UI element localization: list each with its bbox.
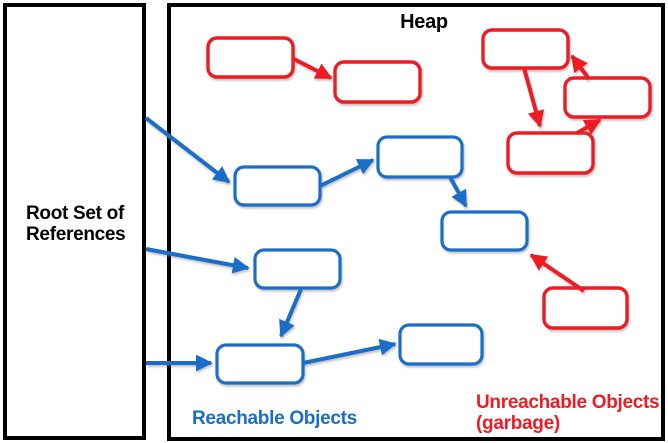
- edge-unreachable-3-to-5: [522, 67, 545, 128]
- root-set-label-line2: References: [26, 224, 125, 245]
- unreachable-object-2: [333, 60, 422, 104]
- unreachable-legend-label-line1: Unreachable Objects: [476, 392, 659, 413]
- reachable-object-d: [253, 248, 342, 290]
- root-set-box: [3, 3, 146, 440]
- unreachable-object-4: [563, 76, 652, 119]
- reachable-object-b: [376, 135, 464, 179]
- edge-unreachable-6-to-reachable-c: [529, 253, 586, 293]
- unreachable-object-6: [542, 286, 629, 330]
- unreachable-legend-label-line2: (garbage): [476, 413, 560, 434]
- edge-root-to-reachable-a: [144, 116, 231, 184]
- reachable-legend-label: Reachable Objects: [192, 408, 357, 429]
- heap-title: Heap: [400, 11, 448, 33]
- edge-reachable-d-to-e: [279, 288, 303, 338]
- unreachable-object-3: [481, 28, 570, 70]
- reachable-object-f: [398, 323, 484, 366]
- edge-reachable-b-to-c: [448, 176, 468, 208]
- edge-unreachable-1-to-2: [291, 56, 333, 80]
- unreachable-object-1: [206, 36, 295, 79]
- edge-reachable-a-to-b: [319, 158, 375, 188]
- root-set-label-line1: Root Set of: [26, 203, 125, 224]
- edge-reachable-e-to-f: [302, 338, 397, 365]
- reachable-object-c: [440, 210, 529, 252]
- edge-root-to-reachable-d: [145, 247, 250, 274]
- reachable-object-a: [233, 165, 322, 207]
- edge-unreachable-4-to-3: [570, 54, 591, 81]
- reachable-object-e: [215, 343, 305, 385]
- unreachable-object-5: [506, 131, 595, 175]
- edge-unreachable-5-to-4: [576, 118, 602, 135]
